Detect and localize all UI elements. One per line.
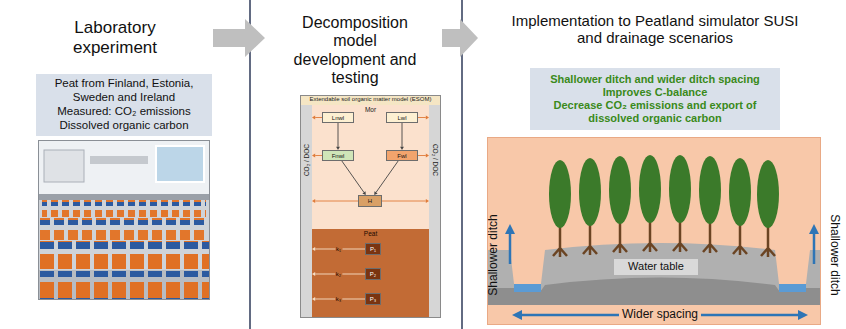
result-text: Shallower ditch and wider ditch spacing: [550, 73, 760, 86]
annotation-label: Shallower ditch: [827, 214, 841, 295]
stage-panel: Decomposition model development and test…: [265, 0, 442, 329]
layer-name: Mor: [312, 105, 429, 114]
rate-label: k₂: [335, 271, 342, 277]
pool-box: Fwl: [386, 150, 418, 161]
flow-arrow: [342, 161, 366, 195]
result-box: Shallower ditch and wider ditch spacingI…: [530, 68, 780, 130]
info-text: Peat from Finland, Estonia, Sweden and I…: [42, 77, 206, 105]
pool-box: Lnwl: [322, 112, 354, 123]
peat-layer: PeatP₁ P₂ P₃: [312, 229, 429, 317]
rate-label: k₁: [335, 246, 342, 252]
result-text: Decrease CO₂ emissions and export of dis…: [536, 99, 774, 125]
stage-title: Laboratory experiment: [40, 18, 190, 57]
result-text: Improves C-balance: [603, 86, 708, 99]
pool-name: Fnwl: [332, 153, 345, 159]
pool-name: P₁: [370, 246, 376, 252]
flow-arrow: [336, 123, 340, 150]
info-text: Measured: CO₂ emissions Dissolved organi…: [42, 105, 206, 133]
flow-arrow: [418, 154, 429, 158]
pool-name: Fwl: [397, 153, 406, 159]
pool-name: Lwl: [397, 115, 406, 121]
model-title: Extendable soil organic matter model (ES…: [300, 95, 441, 104]
annotation-label: Shallower ditch: [487, 214, 501, 295]
pool-name: P₂: [370, 271, 376, 277]
stage-arrow: [442, 19, 478, 57]
mor-layer: MorLnwl LwlFnwl FwlH: [312, 105, 429, 229]
flux-label: CO₂ / DOC: [431, 144, 438, 176]
flux-band: CO₂ / DOC: [429, 105, 440, 317]
stage-title: Decomposition model development and test…: [290, 14, 420, 88]
pool-name: H: [368, 198, 372, 204]
layer-name: Peat: [312, 229, 429, 238]
lab-photo: [38, 140, 210, 300]
stage-panel: Laboratory experimentPeat from Finland, …: [0, 0, 213, 329]
model-frame: Extendable soil organic matter model (ES…: [300, 95, 441, 318]
water-table-box: Water table: [614, 259, 698, 275]
pool-box: Fnwl: [322, 150, 354, 161]
flow-arrow: [312, 154, 322, 158]
pool-box: Lwl: [386, 112, 418, 123]
peat-pool: P₂: [365, 268, 381, 280]
annotation-label: Wider spacing: [619, 308, 701, 322]
pool-name: P₃: [370, 296, 376, 302]
flux-band: CO₂ / DOC: [301, 105, 312, 317]
info-box: Peat from Finland, Estonia, Sweden and I…: [36, 74, 212, 136]
peatland-illustration: [488, 138, 821, 325]
flow-arrow: [312, 116, 322, 120]
flow-arrow: [400, 123, 404, 150]
flow-arrow: [374, 161, 398, 195]
pool-name: Lnwl: [332, 115, 344, 121]
flow-arrow: [418, 116, 429, 120]
flow-arrow: [312, 199, 358, 203]
water-table-text: Water table: [628, 260, 684, 273]
flux-label: CO₂ / DOC: [303, 144, 310, 176]
peat-pool: P₁: [365, 243, 381, 255]
rate-label: k₃: [335, 296, 342, 302]
stage-panel: Implementation to Peatland simulator SUS…: [478, 0, 846, 329]
stage-title: Implementation to Peatland simulator SUS…: [505, 12, 805, 47]
pool-box: H: [358, 195, 382, 207]
model-figure: [301, 96, 441, 318]
peat-pool: P₃: [365, 293, 381, 305]
flow-arrow: [382, 199, 429, 203]
stage-arrow: [213, 19, 265, 57]
